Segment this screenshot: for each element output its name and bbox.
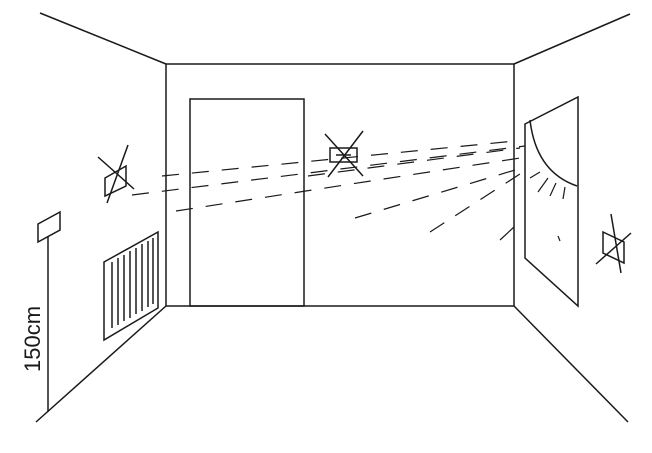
floor-edge-right — [513, 305, 629, 423]
sun-arc — [529, 119, 578, 187]
cross-out-mark — [97, 156, 135, 190]
window — [524, 95, 579, 308]
sunlight-rays — [131, 140, 526, 241]
room-outline — [35, 12, 631, 423]
ceiling-edge-left — [39, 12, 167, 65]
radiator — [103, 230, 159, 342]
height-label: 150cm — [20, 306, 45, 372]
cross-out-mark — [327, 130, 364, 178]
ceiling-edge-right — [513, 13, 631, 65]
cross-out-mark — [106, 144, 129, 204]
door — [189, 98, 305, 307]
thermostat-wrong-position-back-wall — [324, 130, 364, 178]
radiator-outline — [103, 230, 159, 342]
thermostat-correct-position — [37, 210, 61, 244]
thermostat-wrong-position-right-wall — [595, 213, 632, 274]
floor-edge-left — [35, 305, 167, 423]
thermostat-wrong-position-left-wall — [97, 144, 135, 204]
cross-out-mark — [610, 213, 622, 274]
window-with-sun — [524, 95, 579, 308]
cross-out-mark — [595, 232, 632, 265]
